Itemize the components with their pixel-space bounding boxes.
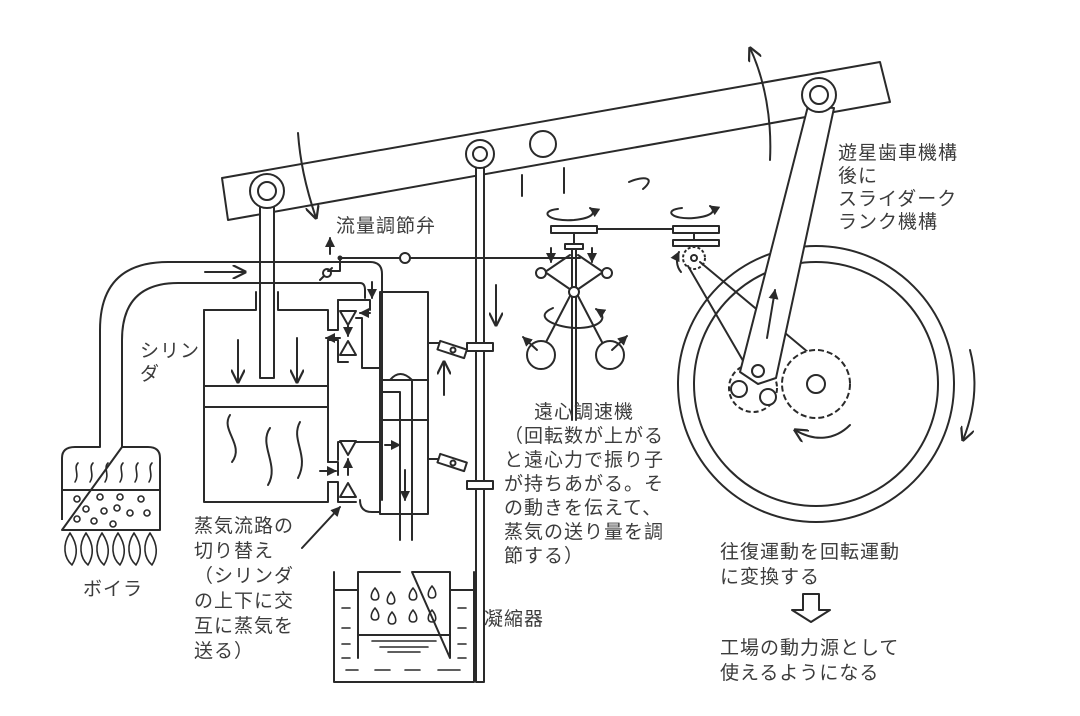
label-steam-switch-line: の上下に交 bbox=[194, 590, 295, 612]
label-cylinder-line: シリン bbox=[140, 340, 201, 362]
label-steam-switch-line: 切り替え bbox=[194, 540, 275, 562]
label-governor: 遠心調速機 （回転数が上がる と遠心力で振り子 が持ちあがる。そ の動きを伝えて… bbox=[504, 400, 664, 568]
label-sun-planet-line: 後に bbox=[838, 165, 879, 187]
hollow-down-arrow-icon bbox=[791, 593, 831, 623]
label-sun-planet-line: ランク機構 bbox=[838, 211, 939, 233]
label-governor-line: 蒸気の送り量を調 bbox=[504, 521, 665, 543]
beam-down-arrow bbox=[297, 132, 316, 218]
boiler bbox=[61, 446, 161, 566]
label-governor-line: （回転数が上がる bbox=[504, 425, 665, 447]
condenser bbox=[333, 571, 475, 683]
steam-pipe bbox=[99, 261, 383, 501]
label-governor-line: の動きを伝えて、 bbox=[504, 497, 663, 519]
label-conversion-line: に変換する bbox=[720, 566, 821, 588]
flywheel bbox=[677, 245, 976, 523]
label-steam-switch-line: 互に蒸気を bbox=[194, 615, 295, 637]
beam-up-arrow bbox=[750, 48, 772, 161]
label-governor-title: 遠心調速機 bbox=[534, 401, 635, 423]
label-sun-planet-line: スライダーク bbox=[838, 188, 958, 210]
label-steam-switch-line: 蒸気流路の bbox=[194, 515, 295, 537]
label-result: 工場の動力源として 使えるようになる bbox=[720, 636, 899, 686]
steam-switch-pointer bbox=[301, 506, 341, 549]
label-result-line: 使えるようになる bbox=[720, 662, 880, 684]
label-conversion: 往復運動を回転運動 に変換する bbox=[720, 540, 900, 590]
flow-valve bbox=[319, 237, 581, 281]
valve-chest bbox=[319, 281, 429, 541]
label-conversion-line: 往復運動を回転運動 bbox=[720, 541, 901, 563]
valve-tappets bbox=[427, 339, 468, 473]
label-steam-switch-line: （シリンダ bbox=[194, 565, 295, 587]
label-cylinder-line: ダ bbox=[140, 363, 161, 385]
cylinder bbox=[203, 291, 329, 503]
label-governor-line: が持ちあがる。そ bbox=[504, 473, 665, 495]
rack-pinion bbox=[628, 177, 816, 391]
label-steam-switch: 蒸気流路の 切り替え （シリンダ の上下に交 互に蒸気を 送る） bbox=[194, 514, 294, 664]
label-governor-line: と遠心力で振り子 bbox=[504, 449, 665, 471]
connecting-rod bbox=[730, 77, 837, 406]
label-sun-planet: 遊星歯車機構 後に スライダーク ランク機構 bbox=[838, 142, 958, 234]
walking-beam bbox=[221, 61, 891, 221]
label-steam-switch-line: 送る） bbox=[194, 640, 255, 662]
label-result-line: 工場の動力源として bbox=[720, 637, 900, 659]
pump-rod bbox=[465, 139, 496, 683]
label-flow-valve: 流量調節弁 bbox=[336, 215, 437, 237]
label-condenser: 凝縮器 bbox=[484, 608, 545, 630]
label-governor-line: 節する） bbox=[504, 545, 585, 567]
centrifugal-governor bbox=[522, 207, 674, 421]
label-boiler: ボイラ bbox=[83, 578, 144, 600]
label-sun-planet-line: 遊星歯車機構 bbox=[838, 142, 959, 164]
piston-rod bbox=[249, 173, 285, 379]
label-cylinder: シリン ダ bbox=[140, 340, 200, 386]
